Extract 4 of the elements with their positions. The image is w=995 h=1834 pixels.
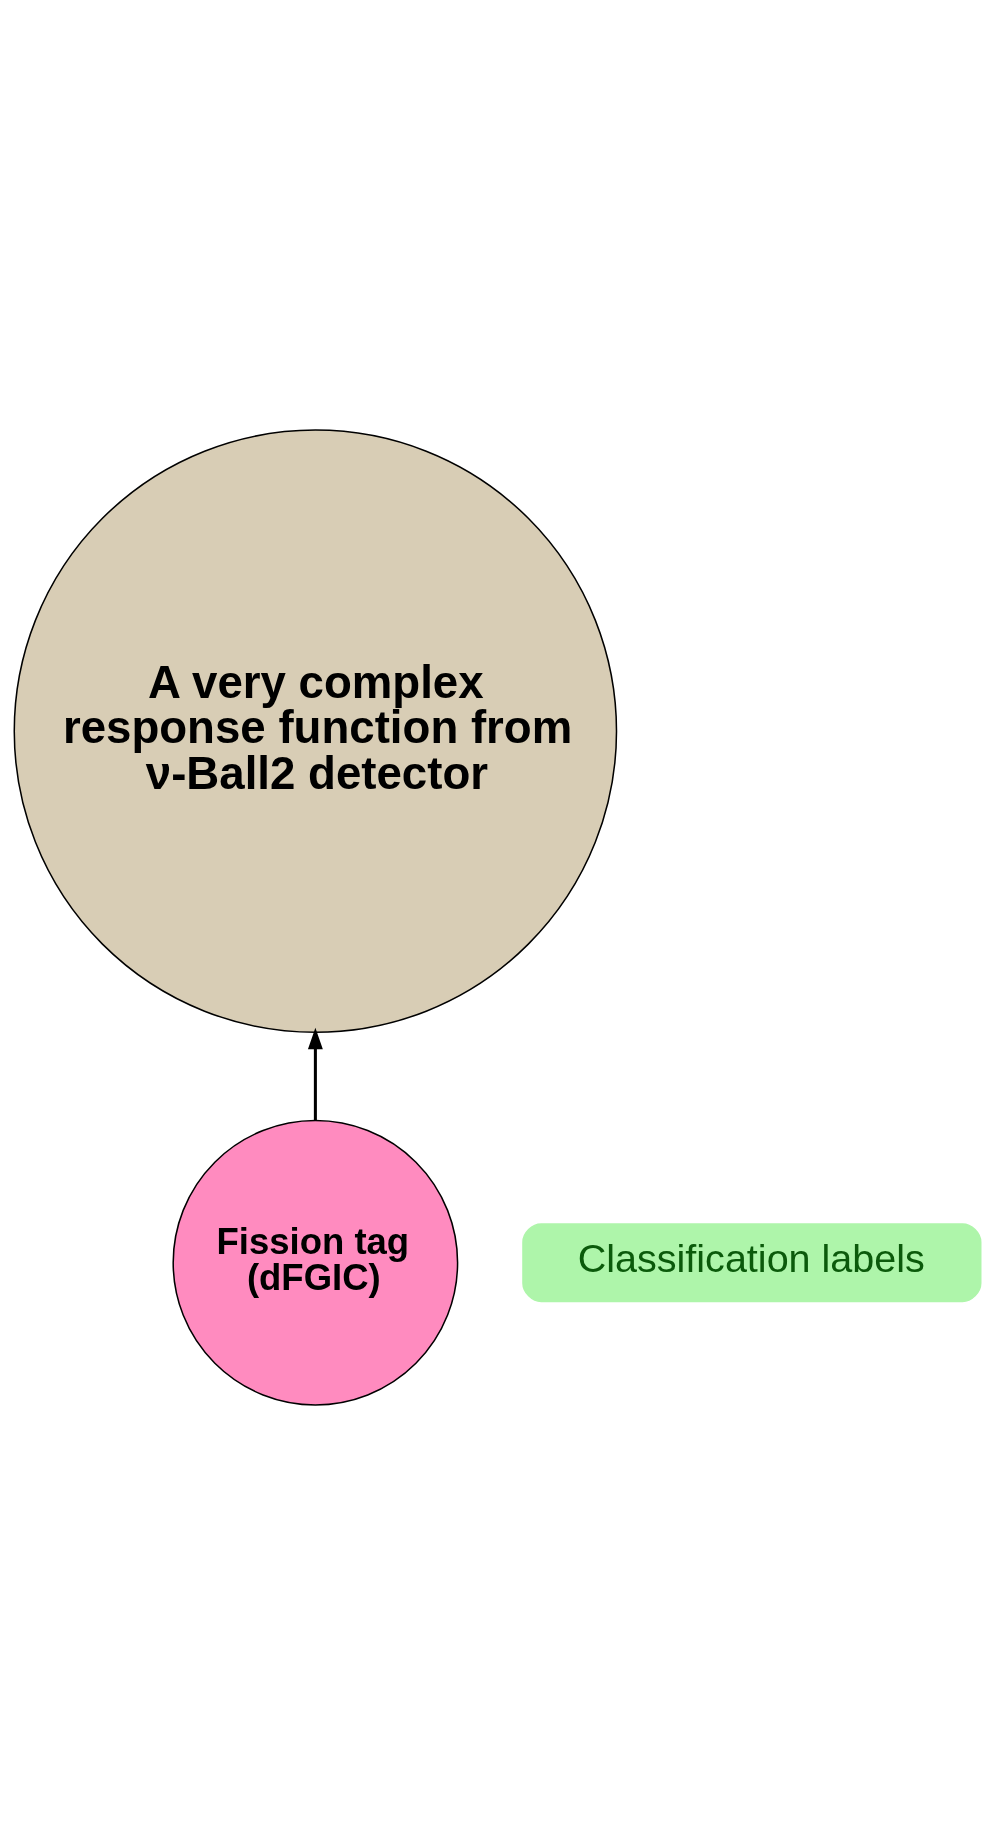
node-circle: Fission tag (dFGIC) — [172, 1119, 459, 1406]
arrow — [307, 1027, 323, 1120]
node-circle: A very complex response function from ν-Ball2 detector — [13, 428, 618, 1033]
node-box: Classification labels — [522, 1222, 982, 1302]
